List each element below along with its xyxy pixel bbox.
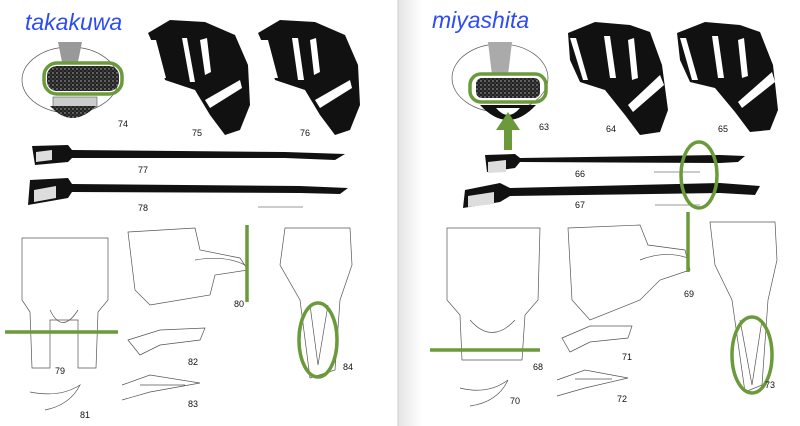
figure-number-77: 77 [138,165,148,175]
figure-81-appendage: 81 [29,384,90,420]
left-page: takakuwa 74 75 76 [5,9,360,420]
figure-63-head: 63 [451,42,549,150]
figure-number-67: 67 [575,200,585,210]
figure-number-72: 72 [617,394,627,404]
figure-77-abdomen: 77 [32,145,345,175]
species-label-miyashita: miyashita [432,7,529,33]
figure-number-81: 81 [80,410,90,420]
figure-number-84: 84 [343,362,353,372]
right-page: miyashita 63 64 65 [430,7,778,407]
figure-70-appendage: 70 [459,379,520,407]
figure-72-appendage: 72 [556,369,629,404]
figure-number-70: 70 [510,396,520,406]
figure-68-appendages: 68 [430,227,543,372]
annotation-arrow-up [496,112,520,150]
figure-number-68: 68 [533,362,543,372]
species-label-takakuwa: takakuwa [25,9,122,35]
figure-number-66: 66 [575,169,585,179]
figure-64-thorax: 64 [568,22,668,135]
figure-84-appendages: 84 [279,227,353,379]
figure-82-appendage: 82 [127,327,206,367]
figure-73-appendages: 73 [709,221,778,395]
figure-80-appendages: 80 [127,225,249,309]
annotation-ellipse-66-67 [679,140,719,210]
figure-number-64: 64 [606,124,616,134]
page-gutter [398,0,422,426]
figure-number-74: 74 [118,119,128,129]
figure-76-thorax: 76 [258,20,360,138]
figure-number-79: 79 [55,366,65,376]
figure-number-80: 80 [234,299,244,309]
figure-number-65: 65 [718,124,728,134]
figure-number-75: 75 [192,128,202,138]
figure-69-appendages: 69 [567,212,694,321]
figure-78-abdomen: 78 [28,178,348,213]
figure-79-appendages: 79 [5,237,118,376]
figure-71-appendage: 71 [561,325,633,362]
figure-number-73: 73 [765,380,775,390]
figure-number-78: 78 [138,203,148,213]
figure-number-71: 71 [622,352,632,362]
figure-75-thorax: 75 [148,20,250,138]
figure-number-63: 63 [539,122,549,132]
figure-number-83: 83 [188,399,198,409]
annotation-ellipse-73 [730,315,774,395]
figure-number-76: 76 [300,128,310,138]
figure-number-69: 69 [684,289,694,299]
figure-number-82: 82 [188,357,198,367]
figure-67-abdomen: 67 [463,183,760,210]
annotation-ellipse-84 [297,301,339,379]
annotation-rect-63 [468,72,548,104]
figure-74-head: 74 [21,42,128,129]
figure-83-appendage: 83 [121,374,201,409]
figure-65-thorax: 65 [677,22,778,134]
figure-66-abdomen: 66 [485,154,745,179]
